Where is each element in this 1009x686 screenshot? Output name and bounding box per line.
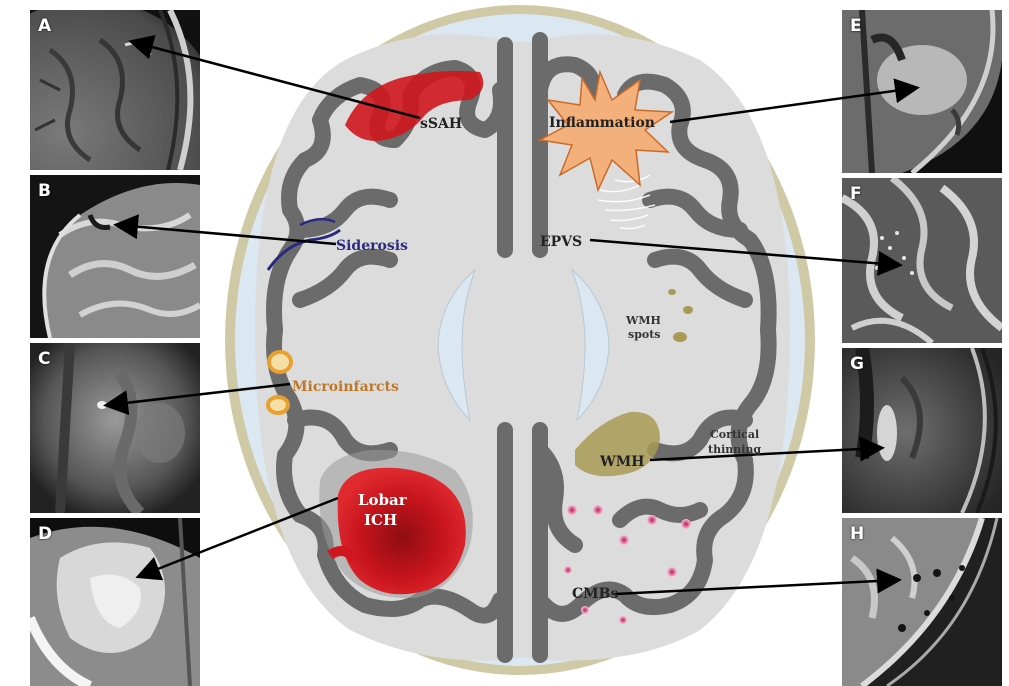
- microinfarct-2: [268, 397, 288, 413]
- label-cortical-1: Cortical: [710, 428, 759, 441]
- microinfarct-1: [269, 352, 291, 372]
- label-epvs: EPVS: [540, 234, 582, 250]
- label-cmbs: CMBs: [572, 586, 618, 602]
- label-inflammation: Inflammation: [549, 115, 655, 131]
- lobar-ich-lesion: [338, 468, 466, 594]
- label-lobar: Lobar: [358, 491, 408, 509]
- label-microinfarcts: Microinfarcts: [292, 379, 399, 395]
- label-cortical-2: thinning: [708, 443, 761, 456]
- label-wmh: WMH: [599, 454, 644, 470]
- label-siderosis: Siderosis: [336, 238, 408, 254]
- label-wmh-spots-1: WMH: [625, 314, 661, 327]
- label-ssah: sSAH: [420, 116, 462, 132]
- label-ich: ICH: [364, 511, 397, 529]
- label-wmh-spots-2: spots: [628, 328, 661, 341]
